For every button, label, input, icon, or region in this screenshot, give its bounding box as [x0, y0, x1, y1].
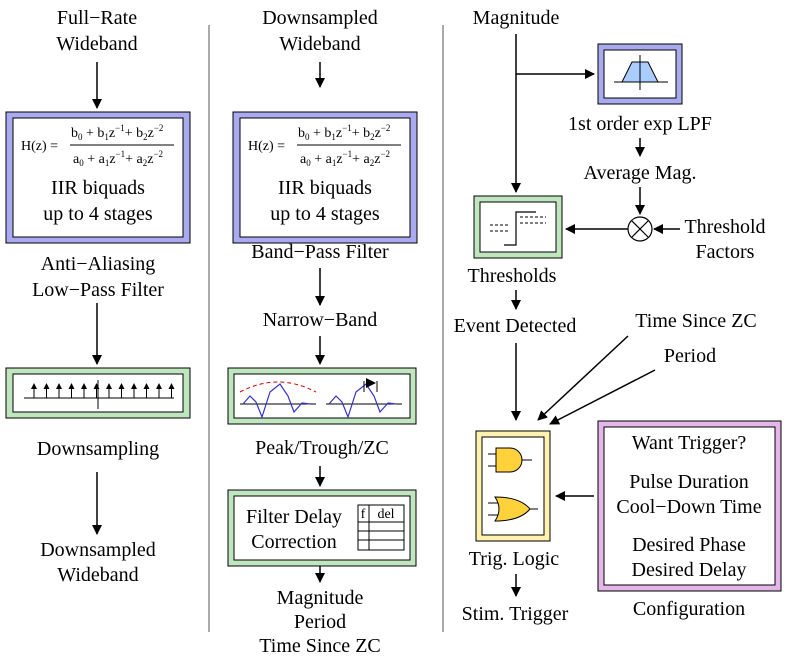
impulse-arrowhead [56, 383, 62, 389]
c3-stim-trigger-label: Stim. Trigger [462, 603, 569, 625]
impulse-arrowhead [168, 383, 175, 389]
c2-equation-lhs: H(z) = [248, 139, 285, 154]
impulse-arrowhead [106, 383, 112, 389]
c1-equation-lhs: H(z) = [21, 139, 58, 154]
c3-avg-mag-label: Average Mag. [584, 162, 697, 184]
c1-output-line1: Downsampled [40, 539, 156, 561]
c3-thresholds-label: Thresholds [468, 265, 557, 287]
or-gate-icon [488, 496, 538, 522]
c3-zc-arrow [537, 335, 629, 421]
and-gate-icon [488, 447, 532, 473]
impulse-arrowhead [81, 383, 87, 389]
c3-period-arrow [549, 369, 656, 425]
table-col-f: f [361, 507, 366, 522]
delay-lookup-table: f del [357, 504, 405, 551]
peak-envelope-dashed [239, 381, 317, 393]
c2-input-line1: Downsampled [262, 7, 378, 29]
c2-output-line1: Magnitude [277, 587, 364, 609]
c2-biquad-line1: IIR biquads [278, 177, 372, 199]
c1-output-line2: Wideband [57, 564, 138, 586]
impulse-arrowhead [31, 383, 37, 389]
c2-delay-box: Filter Delay Correction f del [227, 489, 417, 567]
c2-bandpass-label: Band−Pass Filter [251, 241, 389, 263]
waveform-1 [242, 383, 311, 419]
c1-biquad-line2: up to 4 stages [43, 203, 153, 225]
impulse-train [31, 383, 175, 398]
c1-downsampling-label: Downsampling [37, 438, 159, 460]
multiplier-icon [627, 216, 653, 242]
c1-equation-denominator: a0 + a1z−1+ a2z−2 [73, 149, 163, 168]
c3-lpf-box [597, 43, 683, 105]
c2-narrowband-label: Narrow−Band [263, 309, 378, 331]
config-cooldown-time: Cool−Down Time [616, 496, 761, 518]
c1-equation-numerator: b0 + b1z−1+ b2z−2 [71, 123, 163, 142]
c2-biquad-box: H(z) = b0 + b1z−1+ b2z−2 a0 + a1z−1+ a2z… [232, 111, 418, 244]
c3-magnitude-label: Magnitude [473, 7, 560, 29]
c3-configuration-box: Want Trigger? Pulse Duration Cool−Down T… [597, 420, 782, 592]
c3-configuration-label: Configuration [633, 598, 745, 620]
c2-input-line2: Wideband [279, 33, 360, 55]
c2-delay-line2: Correction [251, 531, 337, 553]
c3-threshold-box [473, 195, 563, 259]
impulse-arrowhead [118, 383, 125, 389]
c3-trig-logic-label: Trig. Logic [469, 548, 560, 570]
c3-trigger-logic-box [475, 430, 551, 542]
c2-output-line2: Period [294, 611, 346, 633]
config-desired-phase: Desired Phase [632, 534, 746, 556]
impulse-arrowhead [131, 383, 137, 389]
c1-biquad-line1: IIR biquads [51, 177, 145, 199]
c2-biquad-line2: up to 4 stages [270, 203, 380, 225]
c3-factors-line1: Threshold [684, 216, 765, 238]
config-pulse-duration: Pulse Duration [629, 471, 748, 493]
impulse-arrowhead [156, 383, 162, 389]
impulse-arrowhead [93, 383, 100, 389]
c3-lpf-label: 1st order exp LPF [568, 113, 712, 135]
c1-input-line1: Full−Rate [57, 7, 137, 29]
impulse-arrowhead [68, 383, 75, 389]
c2-peak-box [227, 367, 417, 425]
step-threshold-icon [504, 211, 536, 246]
c2-delay-line1: Filter Delay [246, 506, 342, 528]
c2-peak-label: Peak/Trough/ZC [255, 437, 389, 459]
c1-filter-line1: Anti−Aliasing [41, 253, 156, 275]
c2-equation-numerator: b0 + b1z−1+ b2z−2 [298, 123, 390, 142]
impulse-arrowhead [43, 383, 50, 389]
c3-time-since-zc-label: Time Since ZC [635, 310, 757, 332]
c3-period-label: Period [664, 345, 716, 367]
c2-output-line3: Time Since ZC [259, 635, 381, 657]
c1-input-line2: Wideband [56, 33, 137, 55]
impulse-arrowhead [143, 383, 150, 389]
c1-filter-line2: Low−Pass Filter [32, 279, 164, 301]
c1-downsampling-box [5, 367, 191, 419]
table-col-del: del [377, 507, 394, 522]
c3-event-label: Event Detected [454, 315, 577, 337]
config-want-trigger: Want Trigger? [632, 432, 747, 454]
waveform-2 [328, 383, 397, 419]
c1-biquad-box: H(z) = b0 + b1z−1+ b2z−2 a0 + a1z−1+ a2z… [5, 111, 191, 244]
c3-factors-line2: Factors [696, 241, 755, 263]
config-desired-delay: Desired Delay [632, 559, 747, 581]
c2-equation-denominator: a0 + a1z−1+ a2z−2 [300, 149, 390, 168]
